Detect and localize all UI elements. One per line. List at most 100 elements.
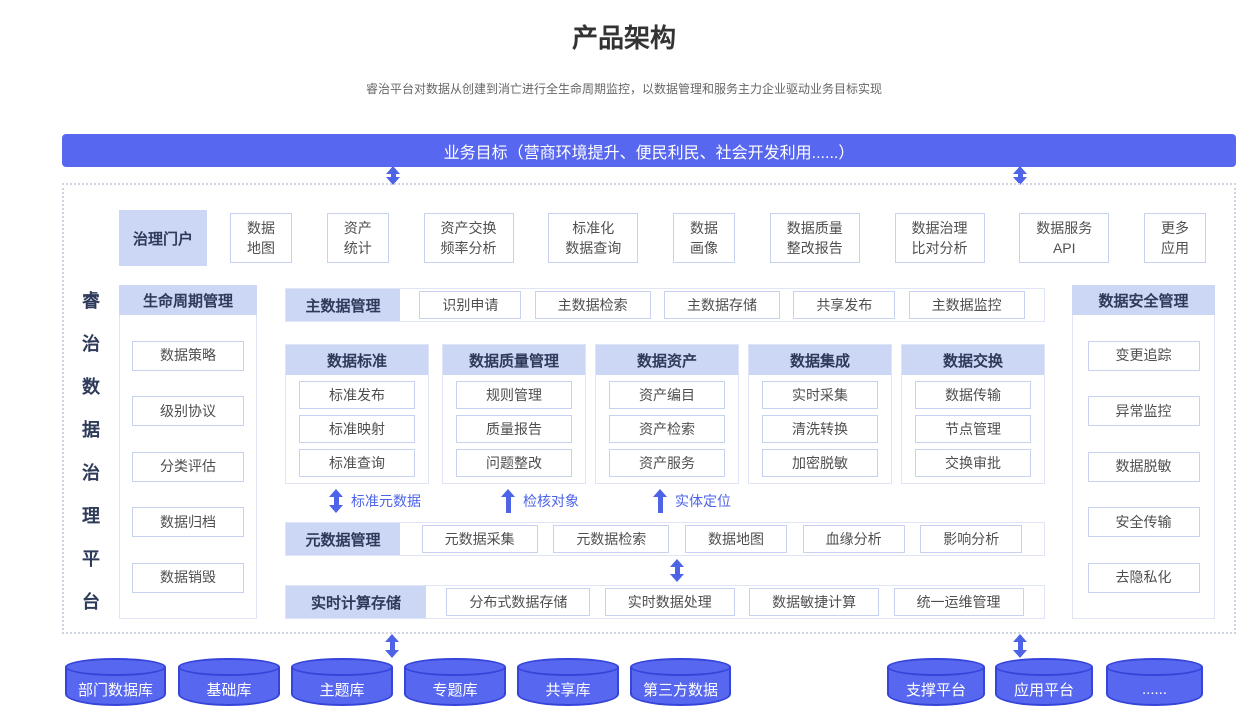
page-subtitle: 睿治平台对数据从创建到消亡进行全生命周期监控，以数据管理和服务主力企业驱动业务目… <box>365 82 882 96</box>
platform-name-char: 治 <box>82 334 100 354</box>
cylinder-top <box>291 658 393 676</box>
lifecycle-item: 级别协议 <box>132 396 244 426</box>
module-item: 标准映射 <box>299 415 415 443</box>
lifecycle-header: 生命周期管理 <box>119 285 257 315</box>
portal-item: 数据 地图 <box>230 213 292 263</box>
module-column-quality: 数据质量管理 规则管理 质量报告 问题整改 <box>442 344 586 484</box>
security-item: 去隐私化 <box>1087 562 1200 593</box>
db-cylinder: 部门数据库 <box>65 658 166 706</box>
module-item: 实时采集 <box>762 381 878 409</box>
platform-name-char: 睿 <box>82 291 100 311</box>
security-item: 数据脱敏 <box>1087 451 1200 482</box>
flow-group: 标准元数据 <box>329 488 421 514</box>
portal-item: 数据服务 API <box>1019 213 1110 263</box>
cylinder-label: 主题库 <box>319 681 365 699</box>
metadata-item: 元数据检索 <box>553 525 670 553</box>
cylinder-label: 专题库 <box>432 681 478 699</box>
cylinder-label: 应用平台 <box>1013 681 1074 699</box>
portal-item: 数据 画像 <box>673 213 735 263</box>
lifecycle-item: 数据策略 <box>132 340 244 371</box>
cylinder-top <box>630 658 731 676</box>
lifecycle-item: 数据销毁 <box>132 562 244 593</box>
metadata-item: 元数据采集 <box>421 525 538 553</box>
module-header: 数据标准 <box>286 345 428 375</box>
platform-cylinder: 支撑平台 <box>887 658 985 706</box>
realtime-header: 实时计算存储 <box>286 586 426 618</box>
cylinder-top <box>1106 658 1203 676</box>
cylinder-label: 共享库 <box>545 681 591 699</box>
security-panel: 数据安全管理 变更追踪 异常监控 数据脱敏 安全传输 去隐私化 <box>1072 285 1215 619</box>
lifecycle-panel: 生命周期管理 数据策略 级别协议 分类评估 数据归档 数据销毁 <box>119 285 257 619</box>
module-item: 节点管理 <box>915 415 1031 443</box>
security-header: 数据安全管理 <box>1072 285 1215 315</box>
module-item: 交换审批 <box>915 449 1031 477</box>
portal-item: 资产 统计 <box>326 213 389 263</box>
lifecycle-item: 数据归档 <box>132 507 244 537</box>
realtime-item: 实时数据处理 <box>604 588 735 616</box>
metadata-items: 元数据采集 元数据检索 数据地图 血缘分析 影响分析 <box>400 523 1044 555</box>
db-cylinder: 主题库 <box>291 658 393 706</box>
metadata-header: 元数据管理 <box>286 523 400 555</box>
double-arrow-icon <box>1013 166 1027 185</box>
module-item: 加密脱敏 <box>762 449 878 477</box>
realtime-item: 分布式数据存储 <box>446 588 591 616</box>
security-item: 安全传输 <box>1087 507 1200 537</box>
flow-label: 检核对象 <box>523 493 579 509</box>
double-arrow-icon <box>670 559 684 582</box>
double-arrow-icon <box>1013 634 1027 658</box>
double-arrow-icon <box>386 166 400 185</box>
cylinder-label: ...... <box>1141 680 1167 698</box>
module-column-exchange: 数据交换 数据传输 节点管理 交换审批 <box>901 344 1045 484</box>
master-data-item: 共享发布 <box>793 291 896 319</box>
cylinder-top <box>995 658 1093 676</box>
db-cylinder: 第三方数据 <box>630 658 731 706</box>
portal-item: 资产交换 频率分析 <box>423 213 514 263</box>
metadata-row: 元数据管理 元数据采集 元数据检索 数据地图 血缘分析 影响分析 <box>285 522 1045 556</box>
module-item: 资产服务 <box>609 449 725 477</box>
platform-name-vertical: 睿 治 数 据 治 理 平 台 <box>80 287 102 614</box>
double-arrow-icon <box>385 634 399 658</box>
module-item: 问题整改 <box>456 449 572 477</box>
up-arrow-icon <box>501 489 515 513</box>
platform-name-char: 据 <box>82 420 100 440</box>
module-header: 数据资产 <box>596 345 738 375</box>
realtime-item: 统一运维管理 <box>893 588 1024 616</box>
cylinder-top <box>178 658 280 676</box>
module-item: 标准查询 <box>299 449 415 477</box>
platform-cylinder: 应用平台 <box>995 658 1093 706</box>
up-arrow-icon <box>653 489 667 513</box>
cylinder-top <box>517 658 619 676</box>
metadata-item: 影响分析 <box>920 525 1023 553</box>
module-item: 质量报告 <box>456 415 572 443</box>
platform-name-char: 平 <box>82 549 100 569</box>
module-column-standard: 数据标准 标准发布 标准映射 标准查询 <box>285 344 429 484</box>
module-header: 数据质量管理 <box>443 345 585 375</box>
platform-name-char: 数 <box>82 377 100 397</box>
security-item: 异常监控 <box>1087 396 1200 426</box>
metadata-item: 数据地图 <box>684 525 787 553</box>
portal-items-row: 数据 地图 资产 统计 资产交换 频率分析 标准化 数据查询 数据 画像 数据质… <box>230 210 1206 266</box>
page-title: 产品架构 <box>571 23 676 53</box>
portal-item: 数据治理 比对分析 <box>894 213 985 263</box>
db-cylinder: 专题库 <box>404 658 506 706</box>
master-data-items: 识别申请 主数据检索 主数据存储 共享发布 主数据监控 <box>400 289 1044 321</box>
module-header: 数据交换 <box>902 345 1044 375</box>
master-data-item: 主数据监控 <box>908 291 1025 319</box>
cylinder-top <box>887 658 985 676</box>
cylinder-label: 基础库 <box>206 681 252 699</box>
metadata-item: 血缘分析 <box>802 525 905 553</box>
master-data-row: 主数据管理 识别申请 主数据检索 主数据存储 共享发布 主数据监控 <box>285 288 1045 322</box>
portal-item: 数据质量 整改报告 <box>769 213 860 263</box>
module-header: 数据集成 <box>749 345 891 375</box>
cylinder-label: 第三方数据 <box>642 681 718 699</box>
lifecycle-item: 分类评估 <box>132 451 244 482</box>
platform-frame: 睿 治 数 据 治 理 平 台 治理门户 数据 地图 资产 统计 资产交换 频率… <box>62 183 1236 634</box>
cylinder-top <box>65 658 166 676</box>
realtime-item: 数据敏捷计算 <box>749 588 880 616</box>
cylinder-top <box>404 658 506 676</box>
master-data-header: 主数据管理 <box>286 289 400 321</box>
platform-cylinder: ...... <box>1106 658 1203 706</box>
module-item: 规则管理 <box>456 381 572 409</box>
module-item: 资产检索 <box>609 415 725 443</box>
